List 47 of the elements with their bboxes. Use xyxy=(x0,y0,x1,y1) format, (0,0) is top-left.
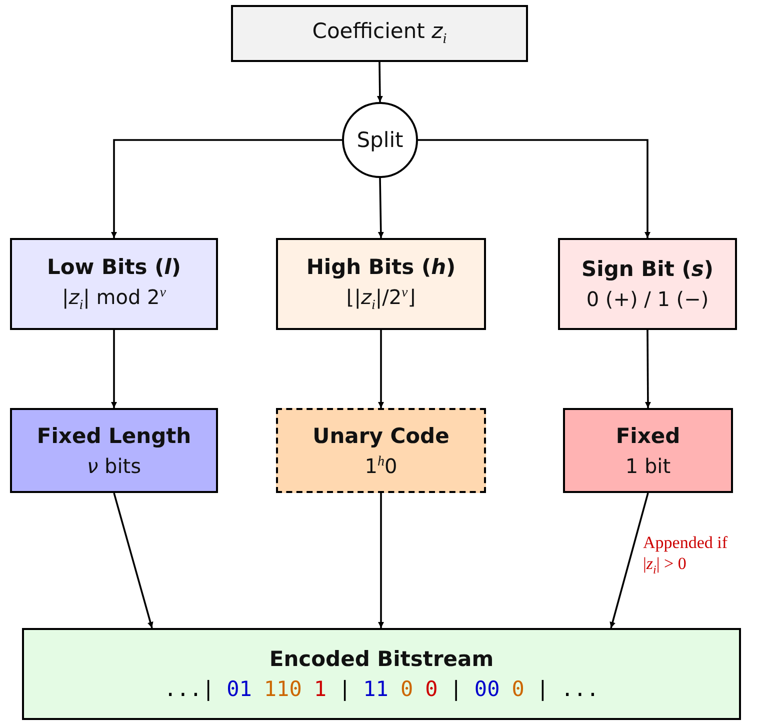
arrow xyxy=(113,492,154,628)
output-title: Encoded Bitstream xyxy=(269,647,494,671)
formula: 1 bit xyxy=(625,454,671,478)
formula: 0 (+) / 1 (−) xyxy=(586,287,709,311)
bit-group: ... xyxy=(561,677,599,701)
node-title: Coefficient z$_{i}$ xyxy=(312,18,447,48)
node-title: High Bits (h) xyxy=(306,254,456,278)
edge-label: Appended if |z$_{i}$| > 0 xyxy=(643,532,729,578)
bit-group: 110 xyxy=(264,677,302,701)
bit-group: 11 xyxy=(363,677,388,701)
arrow xyxy=(418,139,650,238)
arrow xyxy=(378,493,384,628)
arrow xyxy=(610,492,649,628)
arrow xyxy=(111,330,117,408)
bit-group: | xyxy=(450,677,462,701)
arrow xyxy=(644,330,651,408)
arrow xyxy=(376,62,383,102)
formula: |z$_{i}$| mod 2$^{ν}$ xyxy=(62,284,166,314)
process-box xyxy=(563,408,733,493)
node-title: Fixed xyxy=(616,424,680,448)
node-title: Low Bits (l) xyxy=(47,254,181,278)
arrow xyxy=(378,178,384,238)
node-title: Split xyxy=(356,128,404,152)
process-box xyxy=(276,408,486,493)
formula: ⌊|z$_{i}$|/2$^{ν}$⌋ xyxy=(346,284,416,314)
bit-group: 1 xyxy=(314,677,326,701)
bit-group: 0 xyxy=(425,677,438,701)
formula: ν bits xyxy=(86,454,142,478)
bit-group: | xyxy=(338,677,352,701)
bit-group: 01 xyxy=(226,677,252,701)
bit-group: ...| xyxy=(164,677,215,701)
node-title: Unary Code xyxy=(312,424,450,448)
node-title: Sign Bit (s) xyxy=(582,257,714,281)
bit-group: 0 xyxy=(512,677,524,701)
bit-group: 00 xyxy=(474,677,500,701)
bit-group: 0 xyxy=(400,677,414,701)
arrow xyxy=(378,330,384,408)
formula: 1$^{h}$0 xyxy=(364,454,398,478)
process-box xyxy=(10,408,218,493)
bit-group: | xyxy=(536,677,550,701)
process-box xyxy=(276,238,486,330)
process-box xyxy=(10,238,218,330)
arrow xyxy=(111,139,342,238)
output-box xyxy=(22,628,741,720)
node-title: Fixed Length xyxy=(36,424,192,448)
process-box xyxy=(231,5,528,62)
process-box xyxy=(558,238,737,330)
